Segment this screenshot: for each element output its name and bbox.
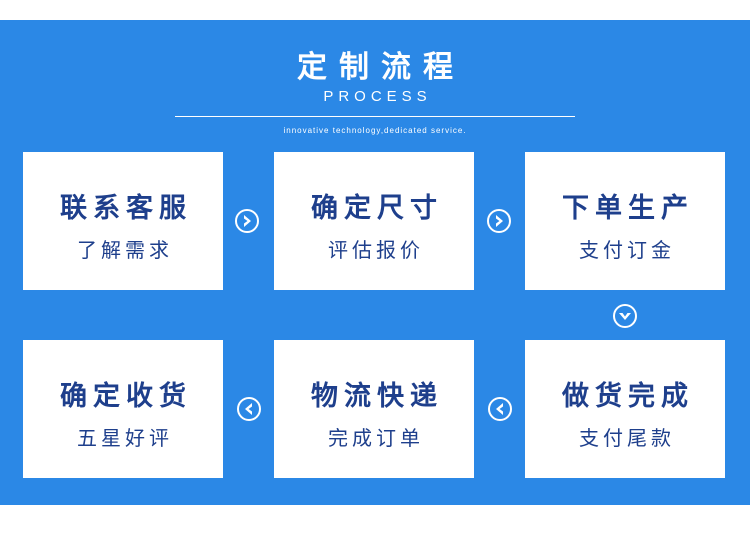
step-card-shipping: 物流快递 完成订单 bbox=[274, 340, 474, 478]
step-card-complete: 做货完成 支付尾款 bbox=[525, 340, 725, 478]
step-subtitle: 五星好评 bbox=[77, 426, 173, 450]
chevron-left-circle-icon bbox=[237, 397, 261, 421]
page-title: 定制流程 bbox=[297, 50, 465, 85]
chevron-right-circle-icon bbox=[487, 209, 511, 233]
step-subtitle: 支付订金 bbox=[579, 238, 675, 262]
step-subtitle: 支付尾款 bbox=[579, 426, 675, 450]
step-title: 确定尺寸 bbox=[311, 193, 443, 224]
step-card-size: 确定尺寸 评估报价 bbox=[274, 152, 474, 290]
step-title: 下单生产 bbox=[562, 193, 694, 224]
step-card-receive: 确定收货 五星好评 bbox=[23, 340, 223, 478]
step-title: 做货完成 bbox=[562, 381, 694, 412]
step-subtitle: 评估报价 bbox=[328, 238, 424, 262]
step-subtitle: 完成订单 bbox=[328, 426, 424, 450]
chevron-down-circle-icon bbox=[613, 304, 637, 328]
step-card-order: 下单生产 支付订金 bbox=[525, 152, 725, 290]
step-title: 确定收货 bbox=[60, 381, 192, 412]
chevron-left-circle-icon bbox=[488, 397, 512, 421]
step-subtitle: 了解需求 bbox=[77, 238, 173, 262]
page-subtitle: PROCESS bbox=[323, 88, 432, 105]
chevron-right-circle-icon bbox=[235, 209, 259, 233]
step-card-contact: 联系客服 了解需求 bbox=[23, 152, 223, 290]
step-title: 物流快递 bbox=[311, 381, 443, 412]
tagline: innovative technology,dedicated service. bbox=[283, 126, 467, 135]
title-divider bbox=[175, 116, 575, 117]
step-title: 联系客服 bbox=[60, 193, 192, 224]
